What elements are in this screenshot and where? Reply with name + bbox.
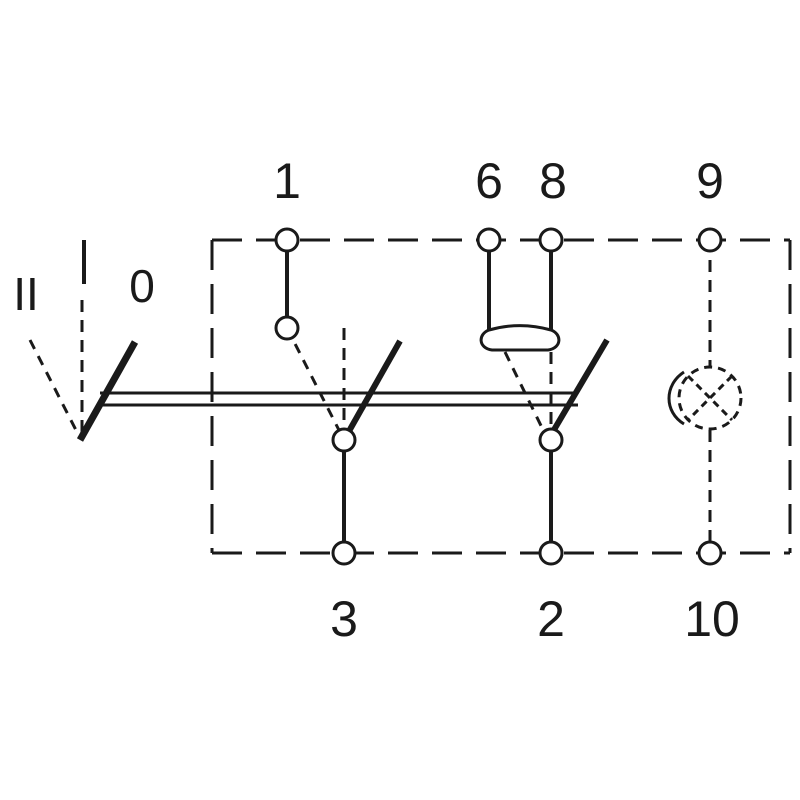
- lamp-icon: [677, 365, 743, 431]
- terminal-label-1: 1: [273, 153, 301, 209]
- terminal-label-6: 6: [475, 153, 503, 209]
- terminal-3: [331, 540, 357, 566]
- terminal-9: [697, 227, 723, 253]
- terminal-label-10: 10: [684, 591, 740, 647]
- terminal-10: [697, 540, 723, 566]
- contact-1-pivot: [274, 315, 300, 341]
- terminal-1: [274, 227, 300, 253]
- terminal-6: [476, 227, 502, 253]
- contact-group-left: [285, 240, 403, 553]
- position-label-zero: 0: [129, 260, 155, 312]
- position-label-one: I: [78, 243, 91, 295]
- contact-group-right: [479, 240, 610, 553]
- terminal-label-8: 8: [539, 153, 567, 209]
- contact-3-pivot: [331, 427, 357, 453]
- actuator-shaft: [100, 391, 578, 407]
- indicator-lamp: [667, 240, 743, 553]
- position-label-two: II: [13, 268, 39, 320]
- position-indicator: [28, 240, 139, 442]
- contact-2-pivot: [538, 427, 564, 453]
- terminal-8: [538, 227, 564, 253]
- terminal-2: [538, 540, 564, 566]
- terminal-label-2: 2: [537, 591, 565, 647]
- switch-housing: [210, 238, 792, 555]
- terminal-label-9: 9: [696, 153, 724, 209]
- terminal-label-3: 3: [330, 591, 358, 647]
